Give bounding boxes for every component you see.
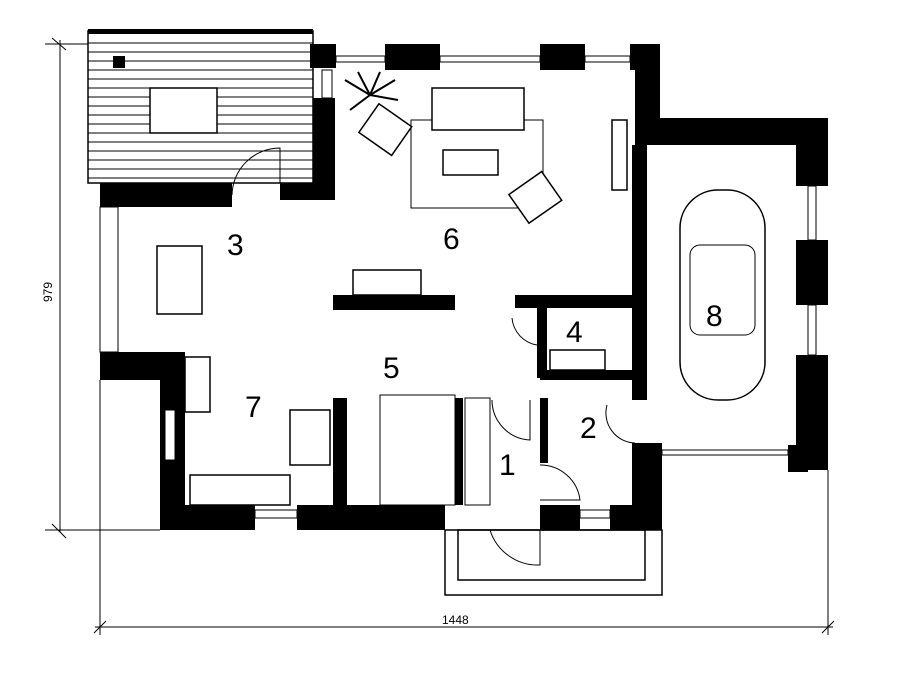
walls [100,44,828,530]
width-dimension-label: 1448 [442,613,469,627]
plant-icon [344,71,399,111]
room-number-7: 7 [245,391,262,424]
armchair [507,170,563,225]
room-number-4: 4 [566,316,583,349]
doors [231,147,636,566]
room-number-8: 8 [706,300,723,333]
room-number-5: 5 [383,352,400,385]
entry-porch [444,529,663,596]
car [679,189,766,401]
room-number-6: 6 [443,223,460,256]
sofa [431,87,525,131]
room-number-3: 3 [227,229,244,262]
dining-table [156,245,203,315]
furniture [156,87,766,506]
armchair [357,102,413,157]
height-dimension-label: 979 [41,282,55,302]
room-number-1: 1 [499,449,516,482]
terrace [87,29,314,184]
room-number-2: 2 [580,412,597,445]
windows [99,55,817,519]
fireplace [352,269,422,296]
